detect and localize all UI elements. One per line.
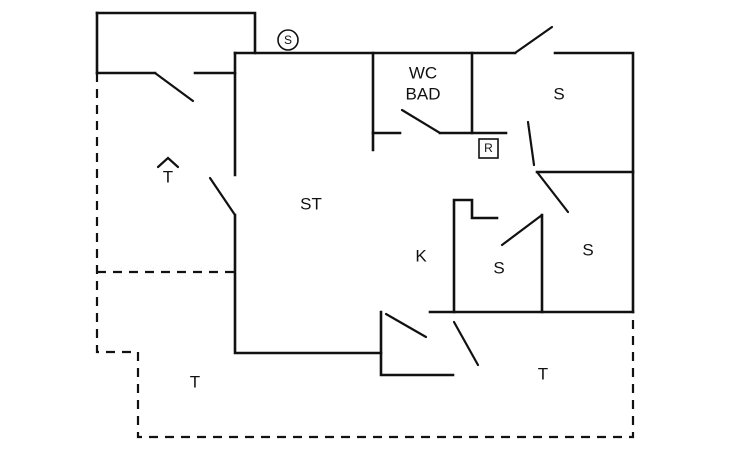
room-label-bath: BAD [406,84,441,103]
wall [233,213,383,355]
door [208,176,237,217]
walls [95,11,635,377]
door [384,312,428,339]
room-label-bedroom-top: S [553,84,564,103]
wall [452,198,499,314]
door [400,108,442,135]
door [452,320,480,367]
wall [553,51,635,314]
door [513,25,554,55]
room-label-terrace-bottom-left: T [190,372,200,391]
room-label-wc: WC [409,63,437,82]
room-label-terrace-bottom-right: T [538,364,548,383]
door [535,170,570,214]
door [500,213,544,247]
door [526,120,536,167]
wall [95,11,257,55]
room-label-kitchen: K [415,246,427,265]
doors [153,25,570,367]
wall [379,310,455,377]
room-label-bedroom-small: S [493,258,504,277]
room-labels: T ST WC BAD S K S S T T [163,63,594,391]
door [153,71,195,103]
box-symbol-label: R [484,141,493,155]
box-symbol [478,138,499,159]
caret-icon [156,156,180,169]
terrace-outlines [95,73,635,439]
symbols: S R [156,29,499,169]
room-label-terrace-left: T [163,167,173,186]
circle-symbol [277,29,299,51]
room-label-living: ST [300,194,322,213]
circle-symbol-label: S [284,33,292,47]
dashed-boundary [95,73,635,439]
room-label-bedroom-right: S [582,240,593,259]
